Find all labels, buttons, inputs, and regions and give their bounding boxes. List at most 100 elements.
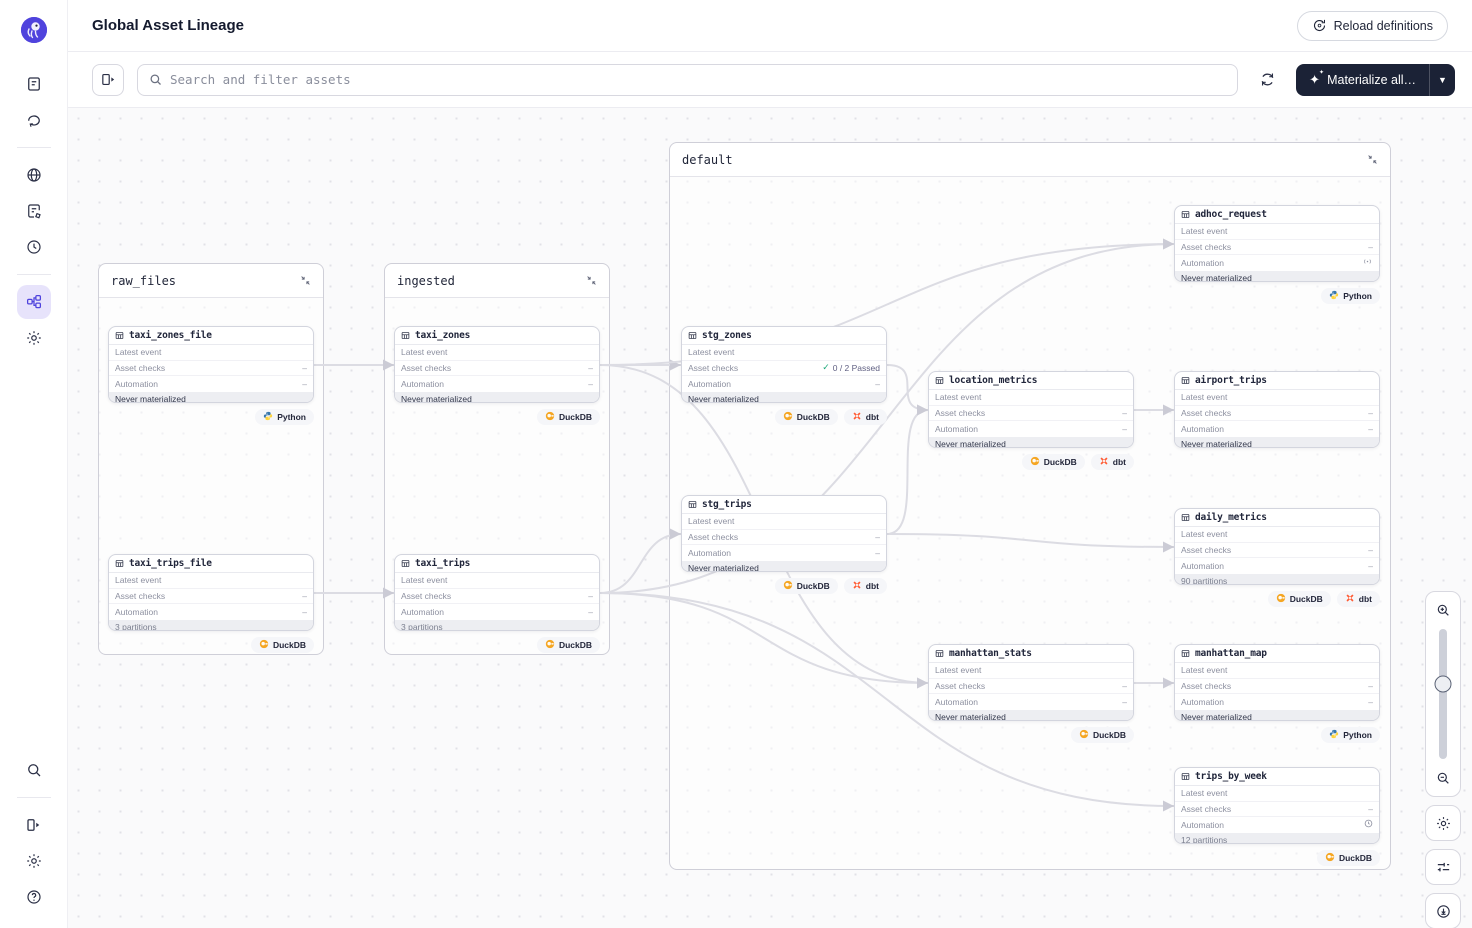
asset-checks-value: – bbox=[1368, 241, 1373, 252]
duckdb-badge[interactable]: DuckDB bbox=[536, 409, 600, 425]
asset-node-manhattan_stats[interactable]: manhattan_stats Latest event Asset check… bbox=[928, 644, 1134, 721]
zoom-slider-thumb[interactable] bbox=[1434, 675, 1452, 693]
asset-node-taxi_zones_file[interactable]: taxi_zones_file Latest event Asset check… bbox=[108, 326, 314, 403]
python-badge[interactable]: Python bbox=[1321, 727, 1380, 743]
duckdb-badge[interactable]: DuckDB bbox=[774, 578, 838, 594]
asset-node-trips_by_week[interactable]: trips_by_week Latest event Asset checks–… bbox=[1174, 767, 1380, 844]
asset-node-stg_zones[interactable]: stg_zones Latest event Asset checks✓0 / … bbox=[681, 326, 887, 403]
sparkle-icon: ✦ bbox=[1309, 70, 1324, 86]
asset-name: location_metrics bbox=[949, 375, 1038, 386]
sidebar-item-search[interactable] bbox=[17, 753, 51, 787]
duckdb-badge[interactable]: DuckDB bbox=[1267, 591, 1331, 607]
asset-name: manhattan_map bbox=[1195, 648, 1267, 659]
refresh-button[interactable] bbox=[1251, 63, 1284, 96]
sidebar-item-settings[interactable] bbox=[17, 321, 51, 355]
duckdb-badge[interactable]: DuckDB bbox=[1316, 850, 1380, 866]
materialize-dropdown-caret[interactable]: ▼ bbox=[1429, 63, 1455, 96]
latest-event-row: Latest event bbox=[682, 345, 886, 361]
asset-node-airport_trips[interactable]: airport_trips Latest event Asset checks–… bbox=[1174, 371, 1380, 448]
asset-checks-row: Asset checks– bbox=[395, 361, 599, 376]
lineage-icon bbox=[26, 294, 41, 309]
search-input[interactable] bbox=[170, 72, 1228, 87]
zoom-slider[interactable] bbox=[1434, 629, 1452, 759]
asset-name: stg_zones bbox=[702, 330, 752, 341]
asset-node-location_metrics[interactable]: location_metrics Latest event Asset chec… bbox=[928, 371, 1134, 448]
duckdb-badge[interactable]: DuckDB bbox=[536, 637, 600, 653]
open-panel-button[interactable] bbox=[92, 63, 124, 96]
kind-badges-taxi_zones_file: Python bbox=[108, 409, 314, 425]
sidebar-item-user-settings[interactable] bbox=[17, 844, 51, 878]
dbt-badge[interactable]: dbt bbox=[1090, 454, 1134, 470]
sidebar-item-schedules[interactable] bbox=[17, 230, 51, 264]
dbt-badge[interactable]: dbt bbox=[843, 578, 887, 594]
asset-node-manhattan_map[interactable]: manhattan_map Latest event Asset checks–… bbox=[1174, 644, 1380, 721]
python-badge[interactable]: Python bbox=[255, 409, 314, 425]
duckdb-badge[interactable]: DuckDB bbox=[250, 637, 314, 653]
python-badge[interactable]: Python bbox=[1321, 288, 1380, 304]
sidebar-item-deployment[interactable] bbox=[17, 158, 51, 192]
duckdb-badge[interactable]: DuckDB bbox=[1021, 454, 1085, 470]
latest-event-row: Latest event bbox=[109, 345, 313, 361]
sidebar-item-asset-lineage[interactable] bbox=[16, 285, 51, 319]
asset-node-taxi_trips_file[interactable]: taxi_trips_file Latest event Asset check… bbox=[108, 554, 314, 631]
sidebar-divider bbox=[16, 147, 51, 148]
duckdb-badge[interactable]: DuckDB bbox=[774, 409, 838, 425]
loop-icon bbox=[27, 115, 40, 127]
latest-event-row: Latest event bbox=[682, 514, 886, 530]
zoom-in-button[interactable] bbox=[1432, 599, 1454, 621]
asset-name: taxi_zones_file bbox=[129, 330, 212, 341]
group-header-ingested[interactable]: ingested bbox=[385, 264, 609, 298]
asset-node-taxi_trips[interactable]: taxi_trips Latest event Asset checks– Au… bbox=[394, 554, 600, 631]
latest-event-row: Latest event bbox=[1175, 527, 1379, 543]
asset-checks-row: Asset checks– bbox=[1175, 802, 1379, 817]
asset-checks-row: Asset checks– bbox=[929, 406, 1133, 421]
sidebar-item-runs[interactable] bbox=[17, 103, 51, 137]
asset-name: trips_by_week bbox=[1195, 771, 1267, 782]
materialize-all-button[interactable]: ✦ Materialize all… bbox=[1296, 63, 1429, 96]
status-bar: Never materialized bbox=[109, 391, 313, 402]
dbt-badge[interactable]: dbt bbox=[843, 409, 887, 425]
asset-node-header: airport_trips bbox=[1175, 372, 1379, 390]
duckdb-badge[interactable]: DuckDB bbox=[1070, 727, 1134, 743]
reload-definitions-button[interactable]: Reload definitions bbox=[1296, 10, 1448, 41]
sidebar-item-jobs[interactable] bbox=[17, 194, 51, 228]
asset-node-adhoc_request[interactable]: adhoc_request Latest event Asset checks–… bbox=[1174, 205, 1380, 282]
group-header-raw_files[interactable]: raw_files bbox=[99, 264, 323, 298]
asset-checks-value: – bbox=[588, 590, 593, 601]
kind-badges-stg_zones: DuckDB dbt bbox=[681, 409, 887, 425]
sidebar-item-help[interactable] bbox=[17, 880, 51, 914]
group-title: default bbox=[682, 152, 733, 167]
dagster-logo[interactable] bbox=[20, 17, 47, 43]
reload-definitions-label: Reload definitions bbox=[1333, 18, 1433, 33]
automation-value: – bbox=[1122, 423, 1127, 434]
refresh-icon bbox=[1261, 73, 1274, 86]
asset-node-daily_metrics[interactable]: daily_metrics Latest event Asset checks–… bbox=[1174, 508, 1380, 585]
collapse-group-icon[interactable] bbox=[300, 275, 311, 286]
asset-node-taxi_zones[interactable]: taxi_zones Latest event Asset checks– Au… bbox=[394, 326, 600, 403]
lineage-canvas[interactable]: raw_files ingested default taxi_zones_fi… bbox=[68, 108, 1472, 928]
globe-icon bbox=[26, 168, 41, 182]
table-icon bbox=[688, 327, 697, 345]
status-bar: 3 partitions bbox=[109, 619, 313, 630]
document-icon bbox=[27, 77, 40, 91]
asset-name: airport_trips bbox=[1195, 375, 1267, 386]
sidebar-nav-top bbox=[16, 67, 51, 355]
dbt-badge[interactable]: dbt bbox=[1336, 591, 1380, 607]
sidebar-item-document[interactable] bbox=[17, 67, 51, 101]
graph-settings-button[interactable] bbox=[1425, 805, 1461, 841]
asset-node-stg_trips[interactable]: stg_trips Latest event Asset checks– Aut… bbox=[681, 495, 887, 572]
collapse-group-icon[interactable] bbox=[1367, 154, 1378, 165]
asset-checks-row: Asset checks– bbox=[395, 589, 599, 604]
automation-row: Automation– bbox=[401, 378, 593, 389]
graph-filters-button[interactable] bbox=[1425, 849, 1461, 885]
sidebar-item-expand-panel[interactable] bbox=[17, 808, 51, 842]
collapse-group-icon[interactable] bbox=[586, 275, 597, 286]
status-bar: Never materialized bbox=[682, 560, 886, 571]
toolbar: ✦ Materialize all… ▼ bbox=[68, 52, 1472, 108]
group-header-default[interactable]: default bbox=[670, 143, 1390, 177]
materialize-split-button: ✦ Materialize all… ▼ bbox=[1296, 63, 1455, 96]
dbt-icon bbox=[852, 580, 862, 592]
download-view-button[interactable] bbox=[1425, 893, 1461, 928]
zoom-out-button[interactable] bbox=[1432, 767, 1454, 789]
